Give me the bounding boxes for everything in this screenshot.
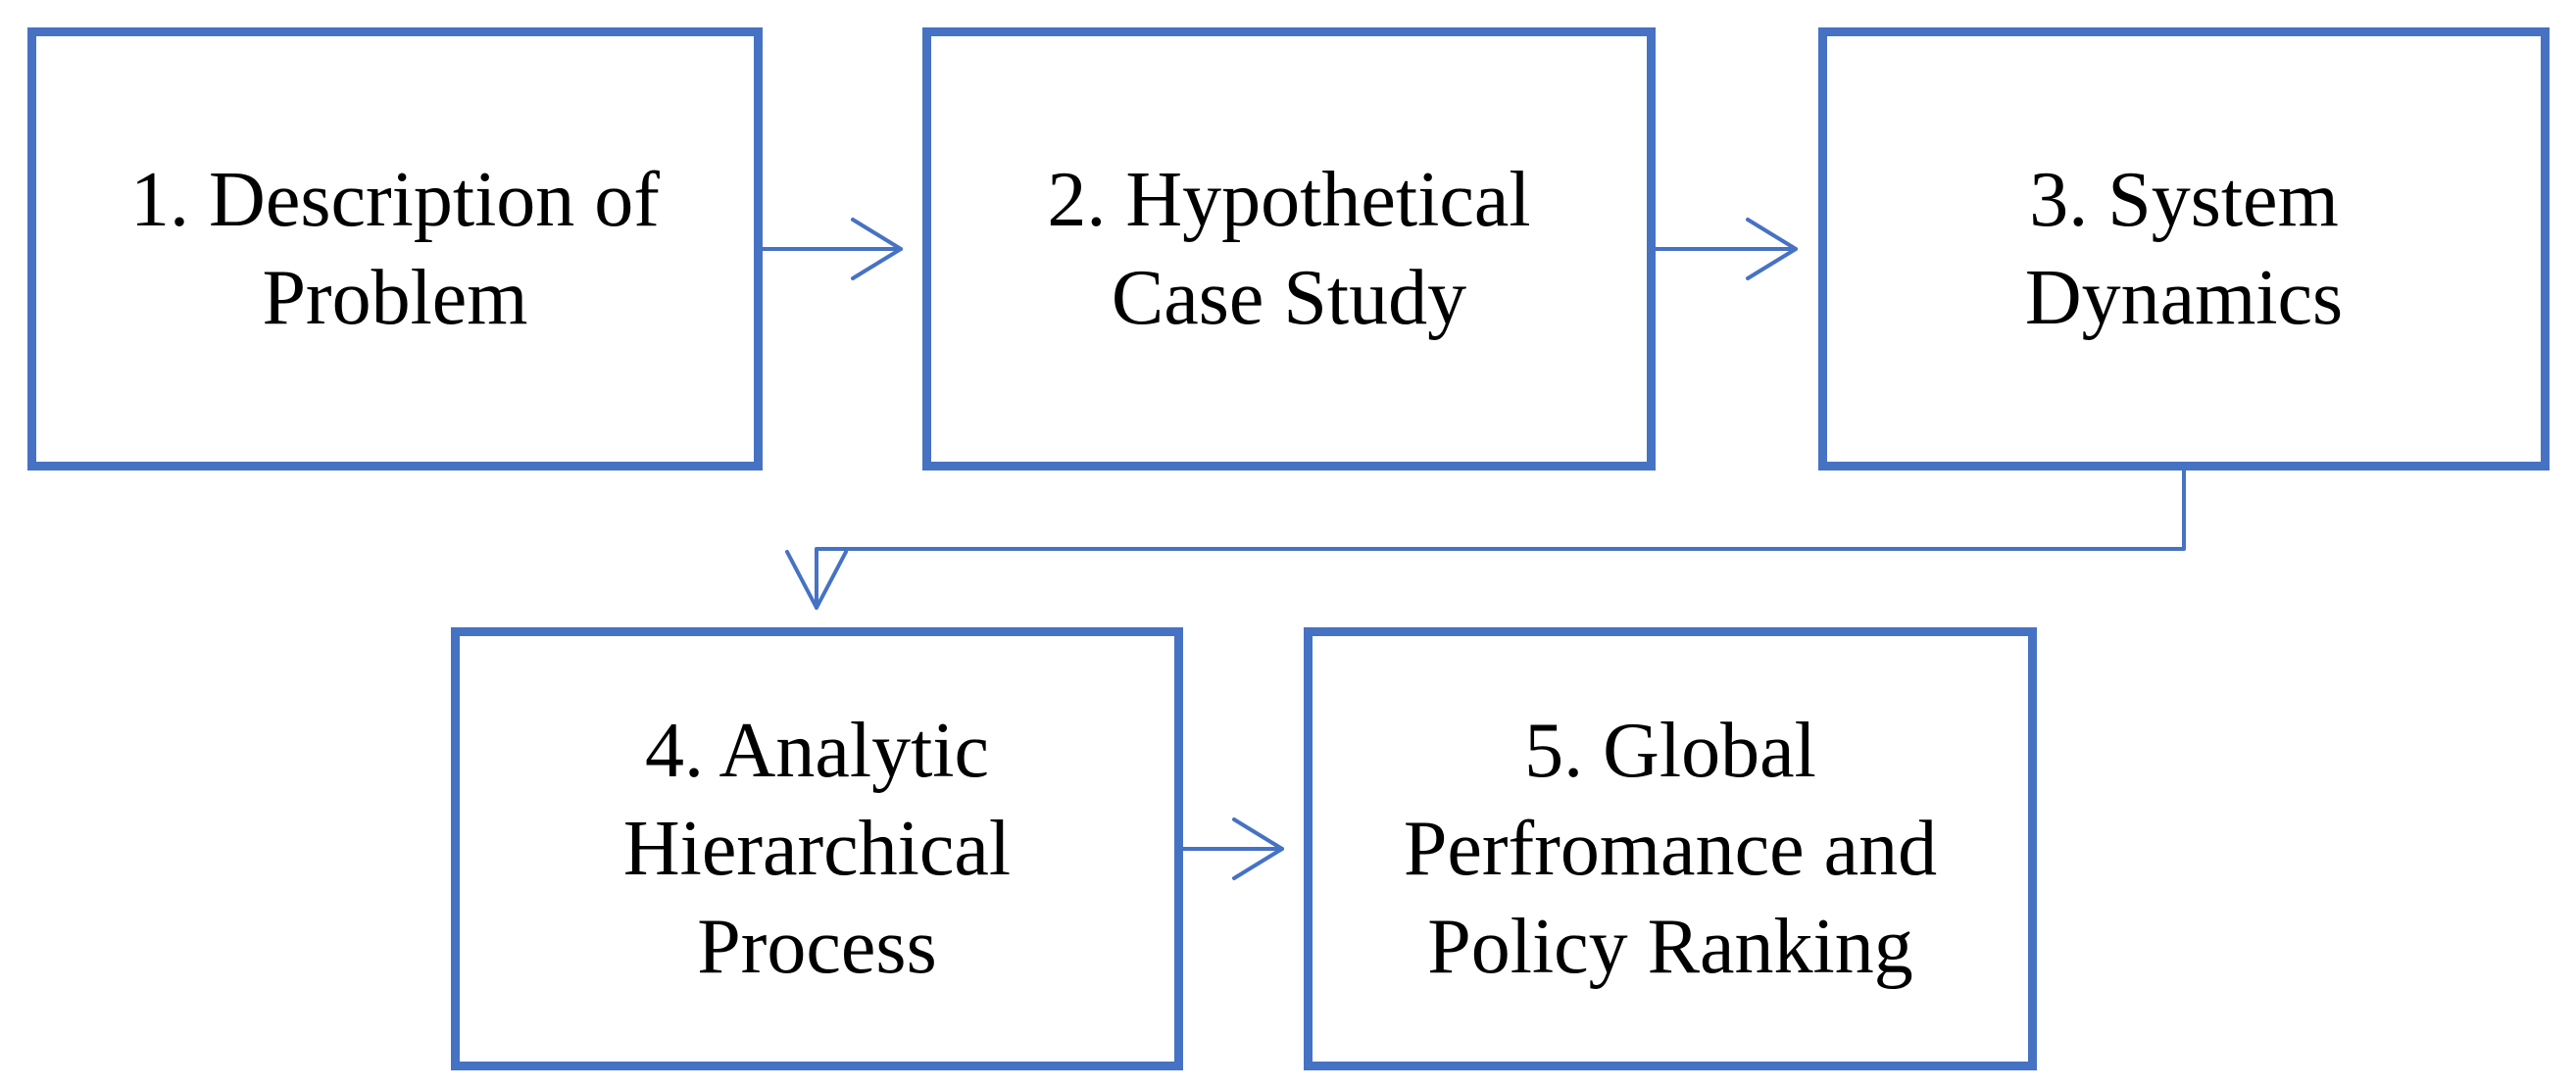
step-5-box: 5. Global Perfromance and Policy Ranking <box>1304 627 2037 1070</box>
step-4-label: 4. Analytic Hierarchical Process <box>622 708 1012 990</box>
step-2-box: 2. Hypothetical Case Study <box>922 27 1656 470</box>
step-2-label: 2. Hypothetical Case Study <box>1047 157 1531 341</box>
arrow-4-to-5 <box>1181 817 1284 880</box>
step-4-box: 4. Analytic Hierarchical Process <box>451 627 1183 1070</box>
step-1-box: 1. Description of Problem <box>27 27 763 470</box>
arrow-2-to-3 <box>1654 218 1798 280</box>
arrow-1-to-2 <box>761 218 903 280</box>
step-5-label: 5. Global Perfromance and Policy Ranking <box>1403 708 1938 990</box>
step-3-box: 3. System Dynamics <box>1818 27 2550 470</box>
step-3-label: 3. System Dynamics <box>2024 157 2344 341</box>
arrow-3-to-4 <box>785 469 2186 610</box>
step-1-label: 1. Description of Problem <box>130 157 660 341</box>
